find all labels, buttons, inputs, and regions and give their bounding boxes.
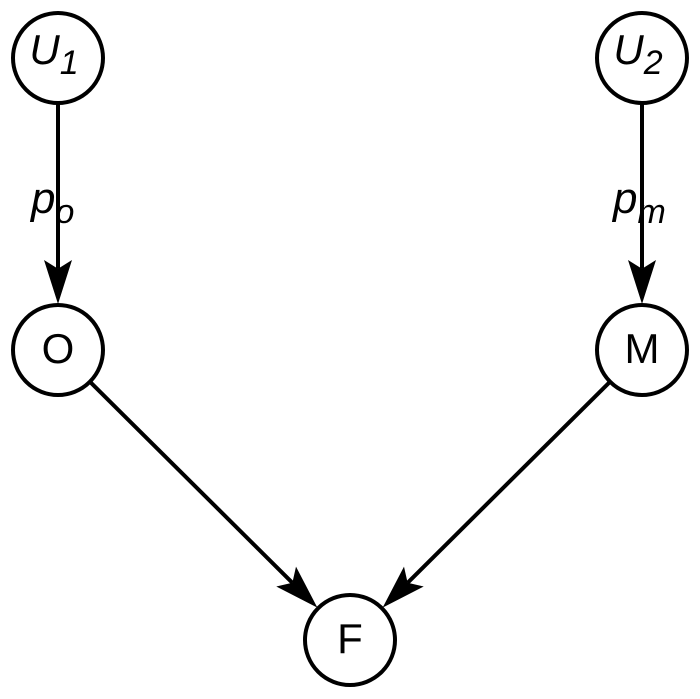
edge-o-to-f (89, 380, 318, 608)
arrowhead-icon (276, 566, 318, 608)
arrowhead-icon (382, 566, 424, 608)
node-label-f: F (337, 615, 363, 662)
node-circle-o (11, 303, 105, 397)
node-u1: U1 (11, 11, 105, 105)
arrowhead-icon (628, 260, 656, 304)
edge-m-to-f (382, 380, 611, 608)
edge-label-p-m: pm (611, 174, 666, 231)
node-label-u2: U2 (613, 26, 662, 82)
edge-u2-to-m: pm (611, 104, 666, 304)
edge-line (89, 380, 294, 585)
edge-line (406, 380, 611, 585)
node-label-m: M (625, 325, 660, 372)
node-circle-u1 (11, 11, 105, 105)
arrowhead-icon (44, 260, 72, 304)
edge-u1-to-o: po (29, 104, 74, 304)
node-label-o: O (42, 325, 75, 372)
node-o: O (11, 303, 105, 397)
node-circle-m (595, 303, 689, 397)
node-u2: U2 (595, 11, 689, 105)
node-circle-u2 (595, 11, 689, 105)
node-circle-f (303, 593, 397, 687)
node-m: M (595, 303, 689, 397)
edge-label-p-o: po (29, 174, 74, 231)
node-f: F (303, 593, 397, 687)
node-label-u1: U1 (29, 26, 78, 82)
